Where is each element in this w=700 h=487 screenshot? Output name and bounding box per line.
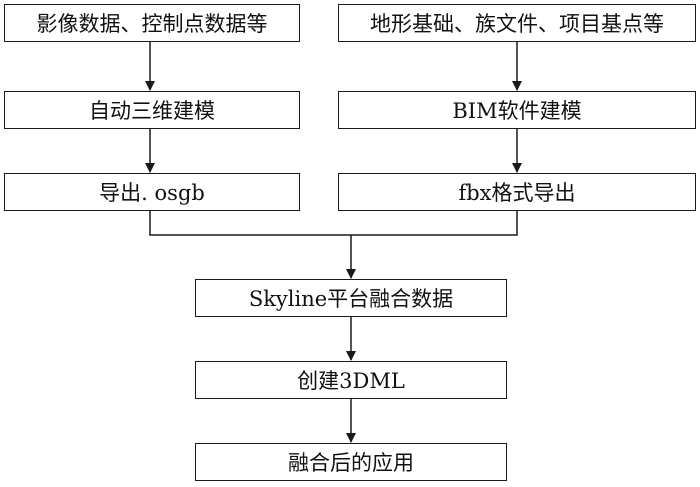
box-merged-application: 融合后的应用 bbox=[195, 443, 507, 481]
box-create-3dml: 创建3DML bbox=[195, 361, 507, 399]
box-auto-3d-modeling: 自动三维建模 bbox=[4, 91, 300, 129]
box-imagery-control-data: 影像数据、控制点数据等 bbox=[4, 4, 300, 42]
box-export-osgb: 导出. osgb bbox=[4, 173, 300, 211]
box-bim-modeling: BIM软件建模 bbox=[338, 91, 696, 129]
box-terrain-family-basepoint: 地形基础、族文件、项目基点等 bbox=[338, 4, 696, 42]
box-export-fbx: fbx格式导出 bbox=[338, 173, 696, 211]
merge-bracket bbox=[149, 211, 518, 236]
box-skyline-merge: Skyline平台融合数据 bbox=[195, 279, 507, 317]
